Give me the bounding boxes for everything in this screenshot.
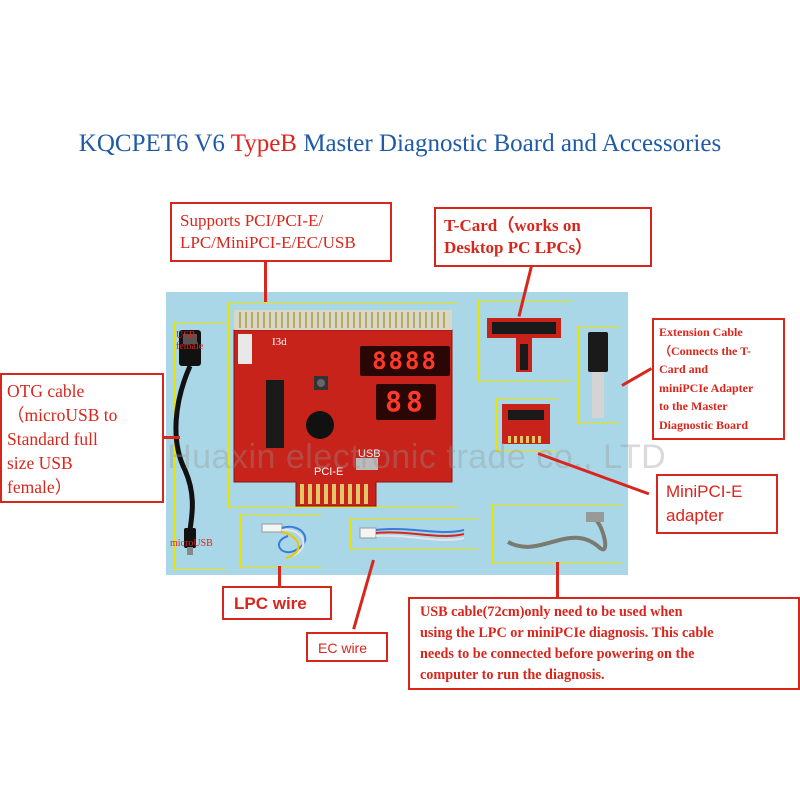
ec-frame [350,518,478,550]
tcard-image [487,318,561,372]
usbcable-connector [556,562,559,598]
ec-wire-image [359,527,465,541]
microusb-label: microUSB [170,538,213,549]
otg-frame [174,322,226,570]
ec-callout: EC wire [306,632,388,662]
extension-callout: Extension Cable （Connects the T- Card an… [652,318,785,440]
lpc-frame [240,514,322,568]
otg-connector [164,436,180,439]
extension-frame [578,326,620,424]
usb-female-label: USB female [176,330,204,352]
minipcie-image [502,404,550,444]
minipcie-callout: MiniPCI-E adapter [656,474,778,534]
lpc-wire-image [261,523,307,559]
tcard-frame [478,300,572,382]
usb-cable-image [507,512,608,552]
i3d-label: I3d [272,336,287,348]
page-title: KQCPET6 V6 TypeB Master Diagnostic Board… [78,130,722,157]
two-digit-display: 88 [376,384,436,420]
extension-cable-image [588,332,608,418]
usbcable-callout: USB cable(72cm)only need to be used when… [408,597,800,690]
usb-board-label: USB [358,448,381,460]
pcie-label: PCI-E [314,466,344,478]
supports-callout: Supports PCI/PCI-E/ LPC/MiniPCI-E/EC/USB [170,202,392,262]
supports-connector [264,262,267,302]
lpc-callout: LPC wire [222,586,332,620]
minipcie-frame [496,398,558,452]
otg-cable-image [173,330,201,555]
four-digit-display: 8888 [360,346,450,376]
lpc-connector [278,566,281,586]
otg-callout: OTG cable （microUSB to Standard full siz… [0,373,164,503]
tcard-callout: T-Card（works on Desktop PC LPCs） [434,207,652,267]
board-frame [228,302,458,508]
